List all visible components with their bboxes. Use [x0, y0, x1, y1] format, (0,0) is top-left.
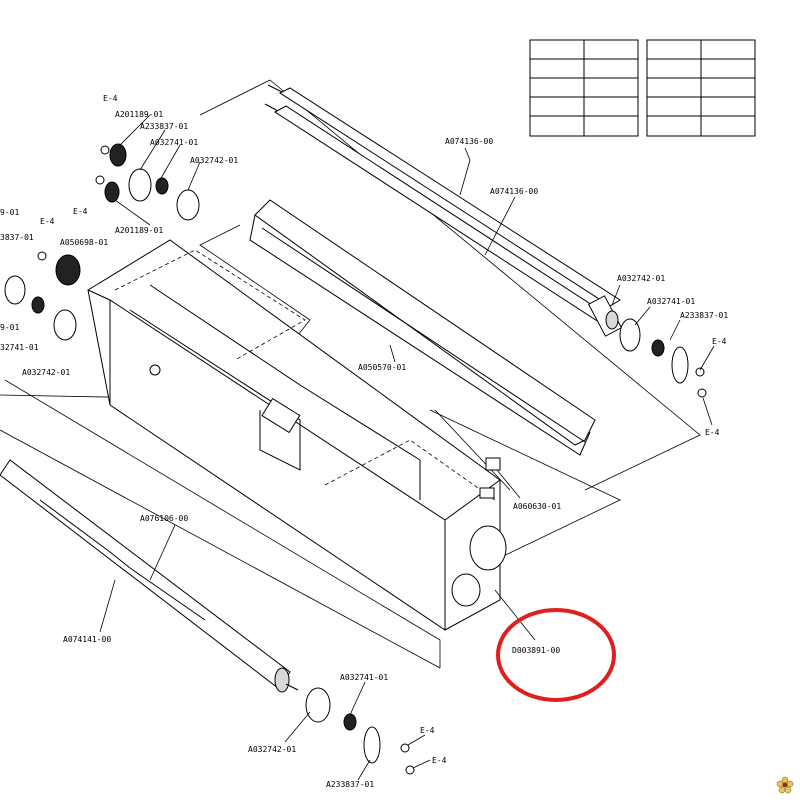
- label-d003891: D003891-00: [512, 646, 560, 655]
- label-e4: E-4: [103, 94, 118, 103]
- label-fragment: 3837-01: [0, 233, 34, 242]
- lower-roller-a076106: [0, 459, 299, 693]
- label-a032741: A032741-01: [340, 673, 388, 682]
- label-fragment: 9-01: [0, 208, 19, 217]
- label-e4: E-4: [705, 428, 720, 437]
- reference-table-right: [646, 39, 756, 137]
- label-fragment: 32741-01: [0, 343, 39, 352]
- label-a074141: A074141-00: [63, 635, 111, 644]
- label-a233837: A233837-01: [680, 311, 728, 320]
- gear-cluster-left: [4, 251, 81, 341]
- label-e4: E-4: [432, 756, 447, 765]
- label-e4: E-4: [420, 726, 435, 735]
- label-a032742: A032742-01: [190, 156, 238, 165]
- label-a032742: A032742-01: [22, 368, 70, 377]
- label-a076106: A076106-00: [140, 514, 188, 523]
- label-a050570: A050570-01: [358, 363, 406, 372]
- highlight-circle: [496, 608, 616, 702]
- label-a032741: A032741-01: [150, 138, 198, 147]
- label-a060630: A060630-01: [513, 502, 561, 511]
- gear-cluster-right: [619, 318, 707, 398]
- flower-watermark-icon: [776, 776, 794, 794]
- paper-guide-a050570: [249, 199, 596, 456]
- small-part-a060630: [485, 457, 501, 471]
- label-e4: E-4: [73, 207, 88, 216]
- label-a233837: A233837-01: [140, 122, 188, 131]
- label-a050698: A050698-01: [60, 238, 108, 247]
- label-a074136: A074136-00: [445, 137, 493, 146]
- label-a201189: A201189-01: [115, 226, 163, 235]
- leader-box-lower-roller: [0, 379, 441, 669]
- gear-cluster-bottom: [305, 687, 415, 775]
- label-fragment: 9-01: [0, 323, 19, 332]
- gear-cluster-top-left: [95, 143, 200, 221]
- label-e4: E-4: [40, 217, 55, 226]
- leader-box-partition: [429, 409, 621, 561]
- label-a032742: A032742-01: [248, 745, 296, 754]
- label-a201189: A201189-01: [115, 110, 163, 119]
- label-e4: E-4: [712, 337, 727, 346]
- label-a074136: A074136-00: [490, 187, 538, 196]
- label-a032741: A032741-01: [647, 297, 695, 306]
- label-leaders: [99, 114, 715, 781]
- label-a032742: A032742-01: [617, 274, 665, 283]
- reference-table-left: [529, 39, 639, 137]
- label-a233837: A233837-01: [326, 780, 374, 789]
- upper-roller-a074136: [264, 84, 623, 337]
- main-frame-d003891: [87, 239, 507, 631]
- part-labels: E-4 A201189-01 A233837-01 A032741-01 A03…: [0, 94, 728, 789]
